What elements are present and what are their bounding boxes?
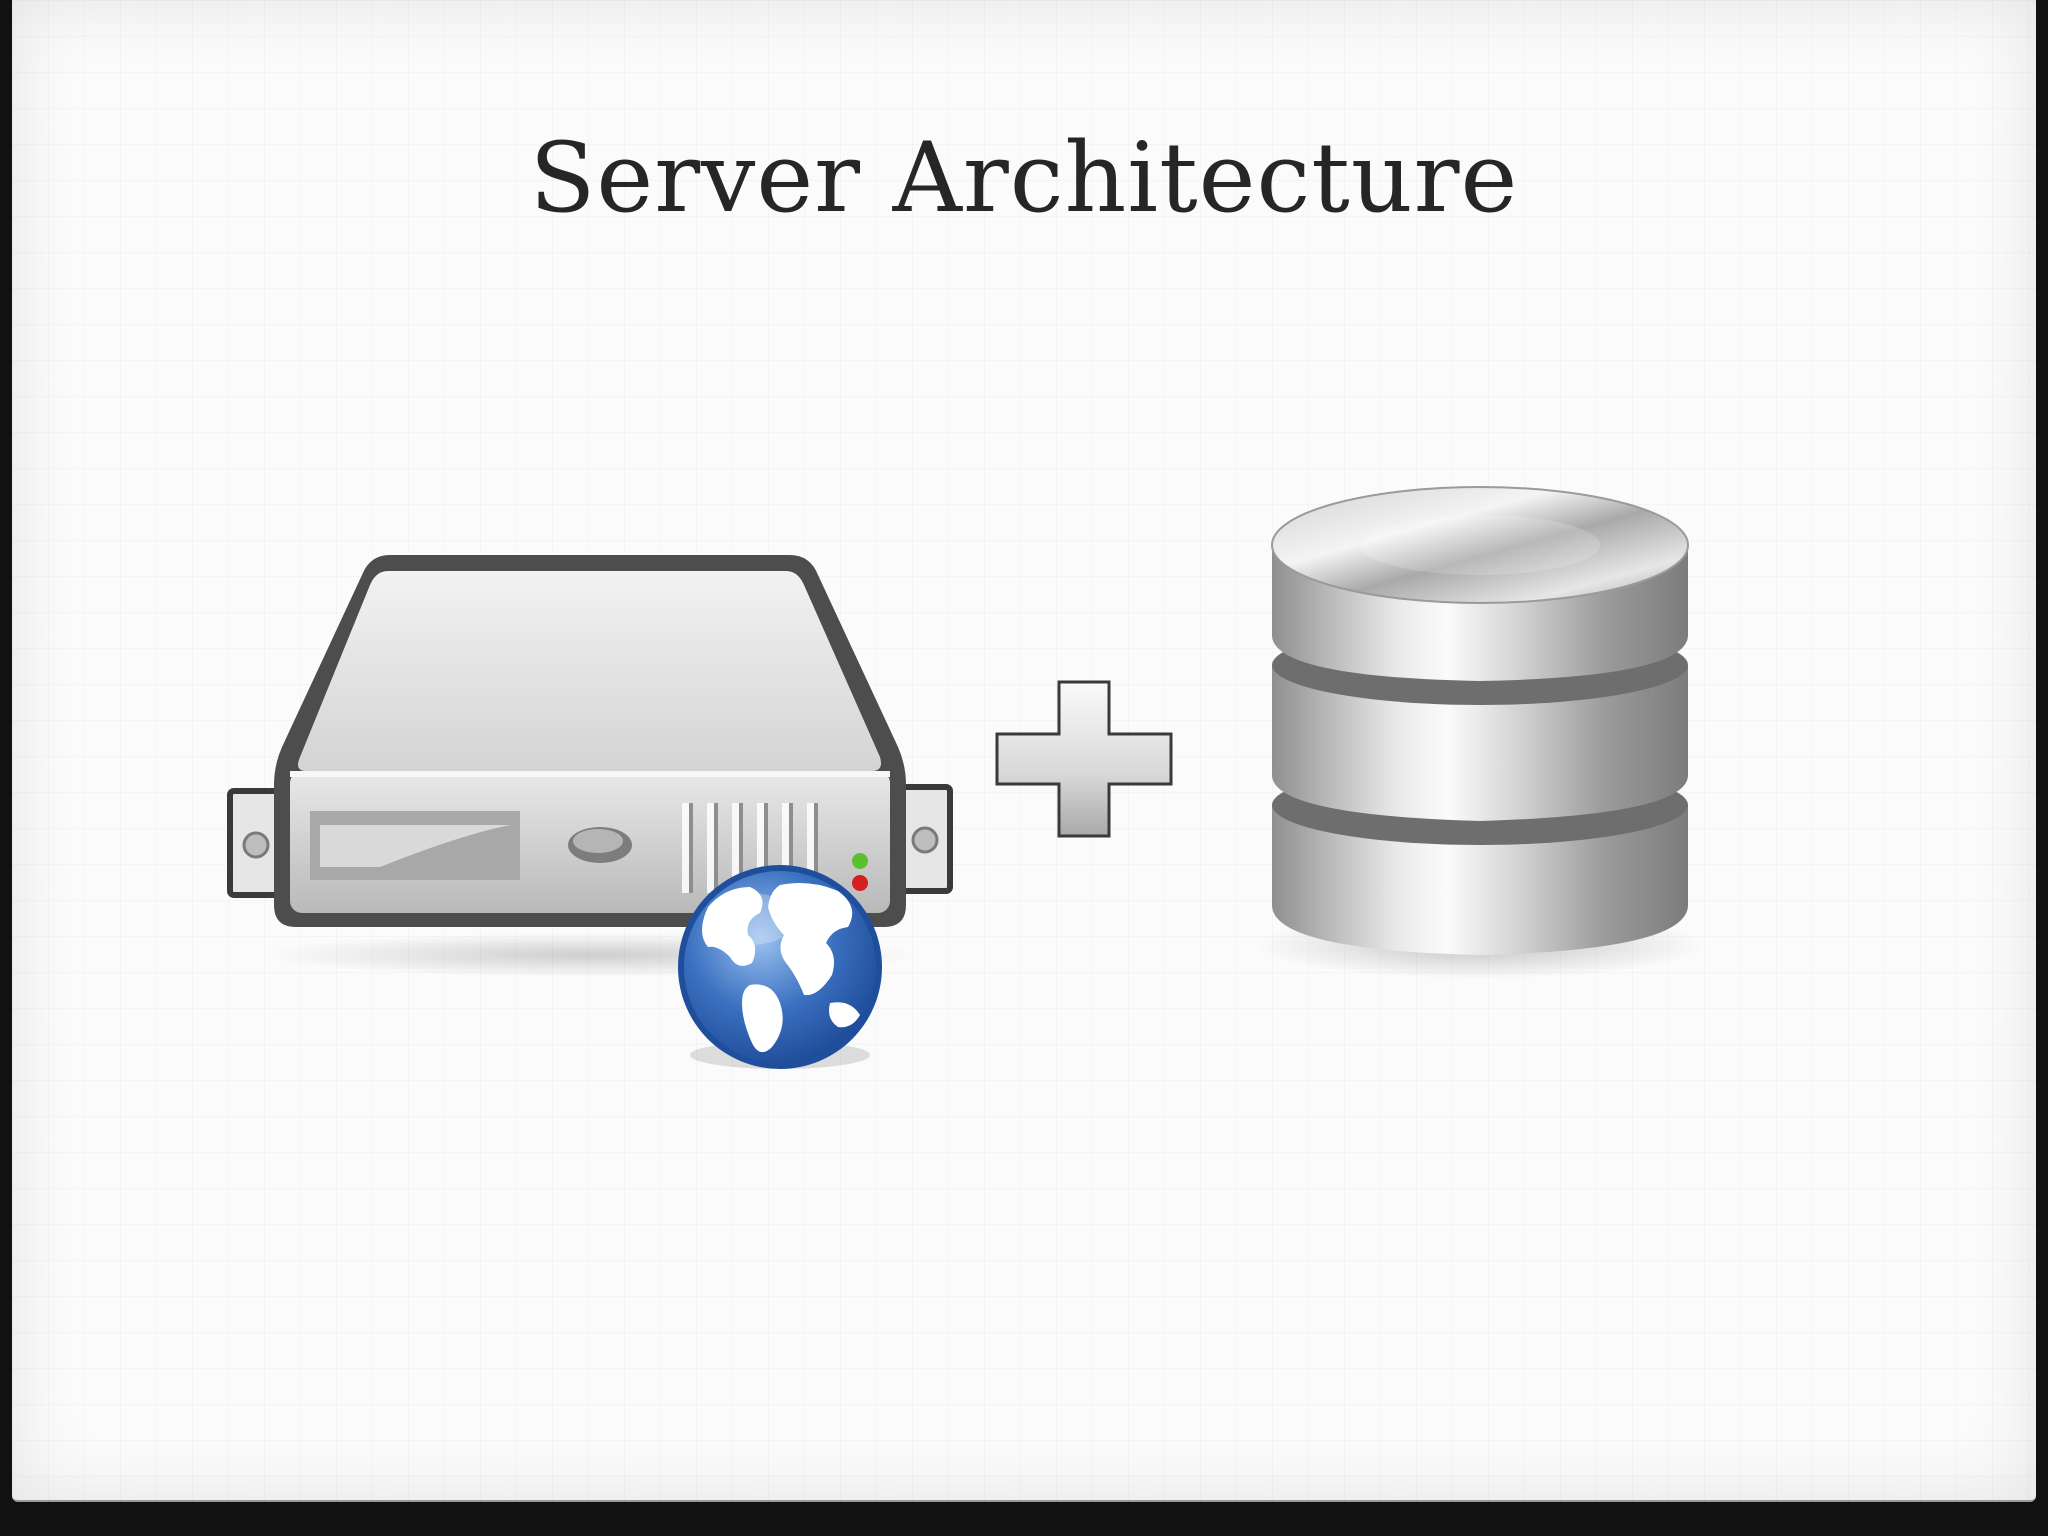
plus-icon <box>995 680 1173 838</box>
slide-title: Server Architecture <box>529 122 1519 234</box>
database-icon <box>1260 486 1700 979</box>
globe-icon <box>678 865 882 1069</box>
server-icon <box>227 555 953 1069</box>
